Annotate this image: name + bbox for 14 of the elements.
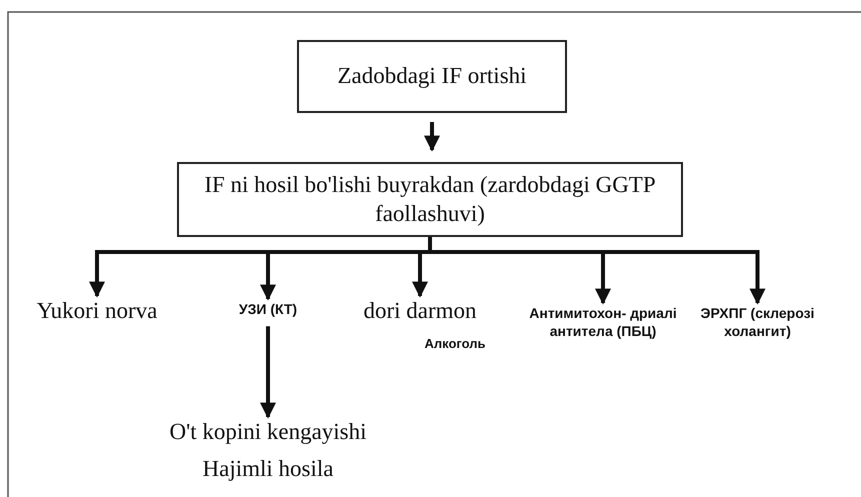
node-label: ЭРХПГ (склерозі холангит) xyxy=(700,304,815,340)
node-label: Hajimli hosila xyxy=(202,454,334,483)
arrow xyxy=(260,326,276,419)
node-label: dori darmon xyxy=(362,297,478,325)
process-box xyxy=(297,40,567,113)
process-box xyxy=(177,162,683,237)
note-text: Алкоголь xyxy=(423,336,487,353)
arrow xyxy=(424,122,440,152)
node-label: УЗИ (КТ) xyxy=(238,300,298,318)
node-label: O't kopini kengayishi xyxy=(168,418,368,446)
box-text: IF ni hosil bo'lishi buyrakdan (zardobdagi GGTP faollashuvi) xyxy=(203,170,657,228)
node-label: Yukori norva xyxy=(36,297,158,325)
node-label: Антимитохон- дриалі антитела (ПБЦ) xyxy=(528,304,678,340)
box-text: Zadobdagi IF ortishi xyxy=(336,62,528,90)
